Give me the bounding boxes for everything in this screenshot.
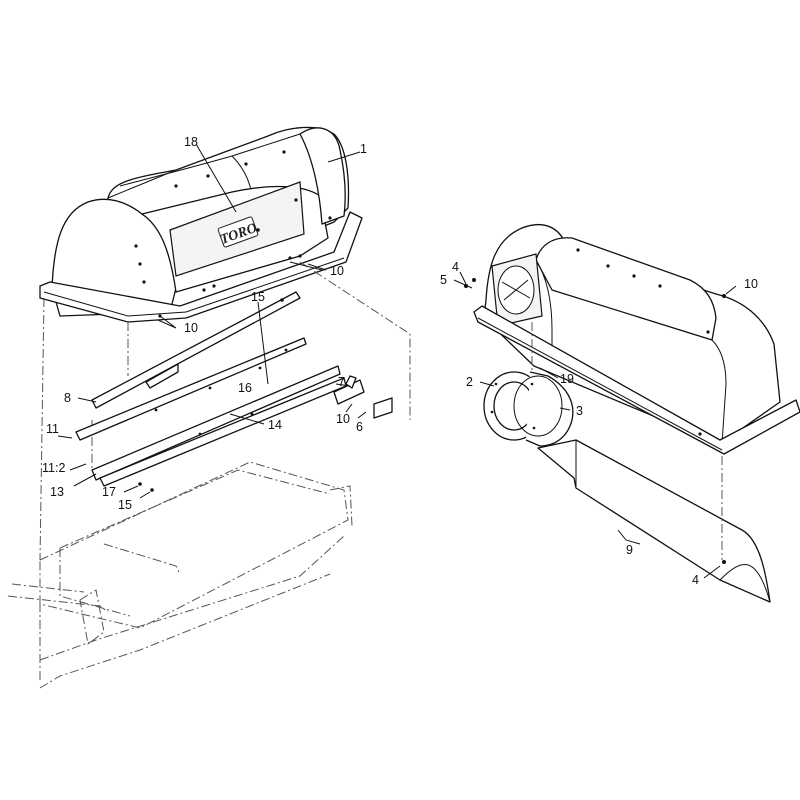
callout-11: 11 — [46, 422, 59, 436]
callout-9: 9 — [626, 543, 633, 557]
deflector — [537, 439, 771, 603]
callout-10: 10 — [744, 277, 758, 291]
callout-10: 10 — [184, 321, 198, 335]
callout-5: 5 — [440, 273, 447, 287]
hopper-cover-left: TORO — [39, 126, 363, 323]
mounting-rails — [75, 291, 393, 492]
hopper-cover-right — [464, 223, 800, 455]
leader-lines — [57, 143, 737, 579]
callout-4: 4 — [692, 573, 699, 587]
callout-11-2: 11:2 — [42, 461, 65, 475]
callout-4: 4 — [452, 260, 459, 274]
callout-labels: 1 18 10 10 15 16 8 7 10 6 14 11 11:2 13 … — [42, 135, 758, 587]
phantom-lines-right — [531, 322, 723, 560]
callout-16: 16 — [238, 381, 252, 395]
callout-10: 10 — [330, 264, 344, 278]
callout-8: 8 — [64, 391, 71, 405]
hopper-frame-phantom — [7, 461, 353, 689]
callout-18: 18 — [184, 135, 198, 149]
callout-10: 10 — [336, 412, 350, 426]
callout-14: 14 — [268, 418, 282, 432]
callout-7: 7 — [338, 375, 345, 389]
callout-3: 3 — [576, 404, 583, 418]
callout-15: 15 — [251, 290, 265, 304]
callout-15: 15 — [118, 498, 132, 512]
callout-13: 13 — [50, 485, 64, 499]
callout-1: 1 — [360, 142, 367, 156]
callout-2: 2 — [466, 375, 473, 389]
callout-17: 17 — [102, 485, 116, 499]
callout-6: 6 — [356, 420, 363, 434]
chute-adapter — [483, 371, 574, 447]
callout-19: 19 — [560, 372, 574, 386]
